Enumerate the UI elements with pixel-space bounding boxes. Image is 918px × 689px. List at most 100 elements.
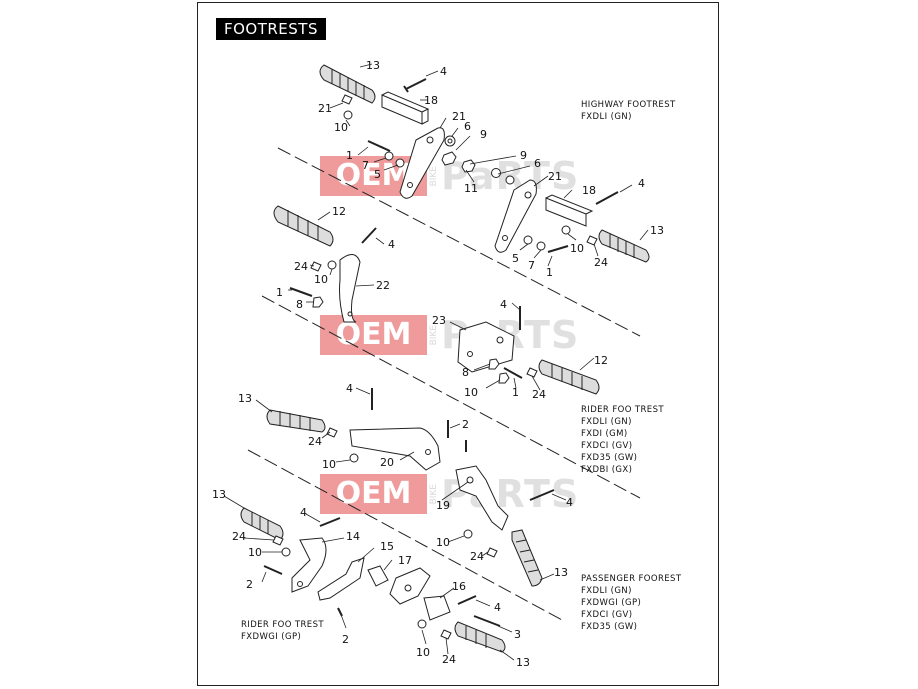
- label-line: FXDLI (GN): [581, 586, 632, 596]
- callout-6: 6: [534, 157, 541, 170]
- washer-7c: [536, 241, 546, 251]
- pad-24c: [310, 261, 322, 272]
- nut-10: [343, 110, 353, 120]
- callout-5: 5: [512, 252, 519, 265]
- callout-10: 10: [436, 536, 450, 549]
- callout-1: 1: [276, 286, 283, 299]
- callout-2: 2: [246, 578, 253, 591]
- callout-13: 13: [238, 392, 252, 405]
- washer-6b: [491, 168, 501, 178]
- footpeg-12-right: [538, 359, 600, 395]
- callout-17: 17: [398, 554, 412, 567]
- label-line: FXD35 (GW): [581, 453, 638, 463]
- label-line: FXDCI (GV): [581, 441, 633, 451]
- nut-8: [312, 296, 324, 308]
- arm-15: [317, 557, 365, 601]
- callout-21: 21: [452, 110, 466, 123]
- nut-10c: [327, 260, 337, 270]
- callout-14: 14: [346, 530, 360, 543]
- bolt-4h: [457, 595, 477, 605]
- callout-20: 20: [380, 456, 394, 469]
- callout-10: 10: [322, 458, 336, 471]
- clamp-18-left: [381, 91, 430, 125]
- footpeg-13-dwg-right: [454, 621, 506, 653]
- nut-9b: [461, 159, 476, 173]
- screw-1: [367, 140, 391, 152]
- callout-13: 13: [650, 224, 664, 237]
- bracket-14: [291, 537, 327, 593]
- callout-9: 9: [480, 128, 487, 141]
- nut-10g: [281, 547, 291, 557]
- callout-24: 24: [470, 550, 484, 563]
- callout-21: 21: [318, 102, 332, 115]
- label-line: FXDLI (GN): [581, 417, 632, 427]
- callout-12: 12: [594, 354, 608, 367]
- nut-10b: [561, 225, 571, 235]
- callout-2: 2: [342, 633, 349, 646]
- highway-footpeg-right: [598, 229, 650, 263]
- label-line: FXDCI (GV): [581, 610, 633, 620]
- highway-footrest-label: HIGHWAY FOOTREST FXDLI (GN): [581, 99, 676, 123]
- nut-9: [441, 151, 457, 166]
- callout-10: 10: [464, 386, 478, 399]
- rider-dwg-footrest-label: RIDER FOO TREST FXDWGI (GP): [241, 619, 324, 643]
- label-line: RIDER FOO TREST: [241, 620, 324, 630]
- callout-4: 4: [638, 177, 645, 190]
- callout-24: 24: [308, 435, 322, 448]
- label-line: FXD35 (GW): [581, 622, 638, 632]
- footpeg-13-pass-left: [266, 409, 326, 433]
- diagram-frame: [197, 2, 719, 686]
- lockwasher-5: [395, 158, 405, 168]
- callout-23: 23: [432, 314, 446, 327]
- leader-lines: [223, 63, 649, 661]
- callout-15: 15: [380, 540, 394, 553]
- watermark: OEM BIKE PaRTS: [320, 472, 579, 516]
- clamp-16: [423, 595, 451, 621]
- pin-3: [473, 615, 501, 627]
- label-line: RIDER FOO TREST: [581, 405, 664, 415]
- pad-24d: [526, 367, 538, 378]
- callout-2: 2: [462, 418, 469, 431]
- callout-24: 24: [532, 388, 546, 401]
- callout-8: 8: [462, 366, 469, 379]
- callout-21: 21: [548, 170, 562, 183]
- clamp-18-right: [545, 194, 594, 227]
- callout-6: 6: [464, 120, 471, 133]
- footpeg-13-dwg-left: [240, 507, 284, 541]
- nut-8b: [488, 358, 500, 370]
- screw-1c: [547, 245, 569, 253]
- section-divider: [277, 147, 641, 337]
- washer-5b: [505, 175, 515, 185]
- callout-4: 4: [440, 65, 447, 78]
- section-divider: [261, 295, 641, 499]
- rider-footrest-label: RIDER FOO TREST FXDLI (GN) FXDI (GM) FXD…: [581, 404, 664, 476]
- label-line: PASSENGER FOOREST: [581, 574, 682, 584]
- bolt-4b: [595, 191, 619, 205]
- nut-10e: [349, 453, 359, 463]
- callout-3: 3: [514, 628, 521, 641]
- pad-21: [341, 94, 353, 105]
- mount-22: [339, 254, 361, 323]
- footpeg-13-pass-right: [511, 529, 543, 587]
- bracket-19: [455, 465, 509, 531]
- callout-12: 12: [332, 205, 346, 218]
- callout-22: 22: [376, 279, 390, 292]
- callout-24: 24: [294, 260, 308, 273]
- callout-18: 18: [582, 184, 596, 197]
- nut-10f: [463, 529, 473, 539]
- bracket-20: [349, 427, 441, 471]
- bracket-21-right: [494, 179, 537, 253]
- callout-10: 10: [314, 273, 328, 286]
- callout-13: 13: [554, 566, 568, 579]
- callout-9: 9: [520, 149, 527, 162]
- callout-24: 24: [442, 653, 456, 666]
- washer-5c: [523, 235, 533, 245]
- callout-13: 13: [516, 656, 530, 669]
- callout-4: 4: [388, 238, 395, 251]
- callout-1: 1: [346, 149, 353, 162]
- bolt-4f: [529, 489, 555, 501]
- callout-19: 19: [436, 499, 450, 512]
- callout-1: 1: [546, 266, 553, 279]
